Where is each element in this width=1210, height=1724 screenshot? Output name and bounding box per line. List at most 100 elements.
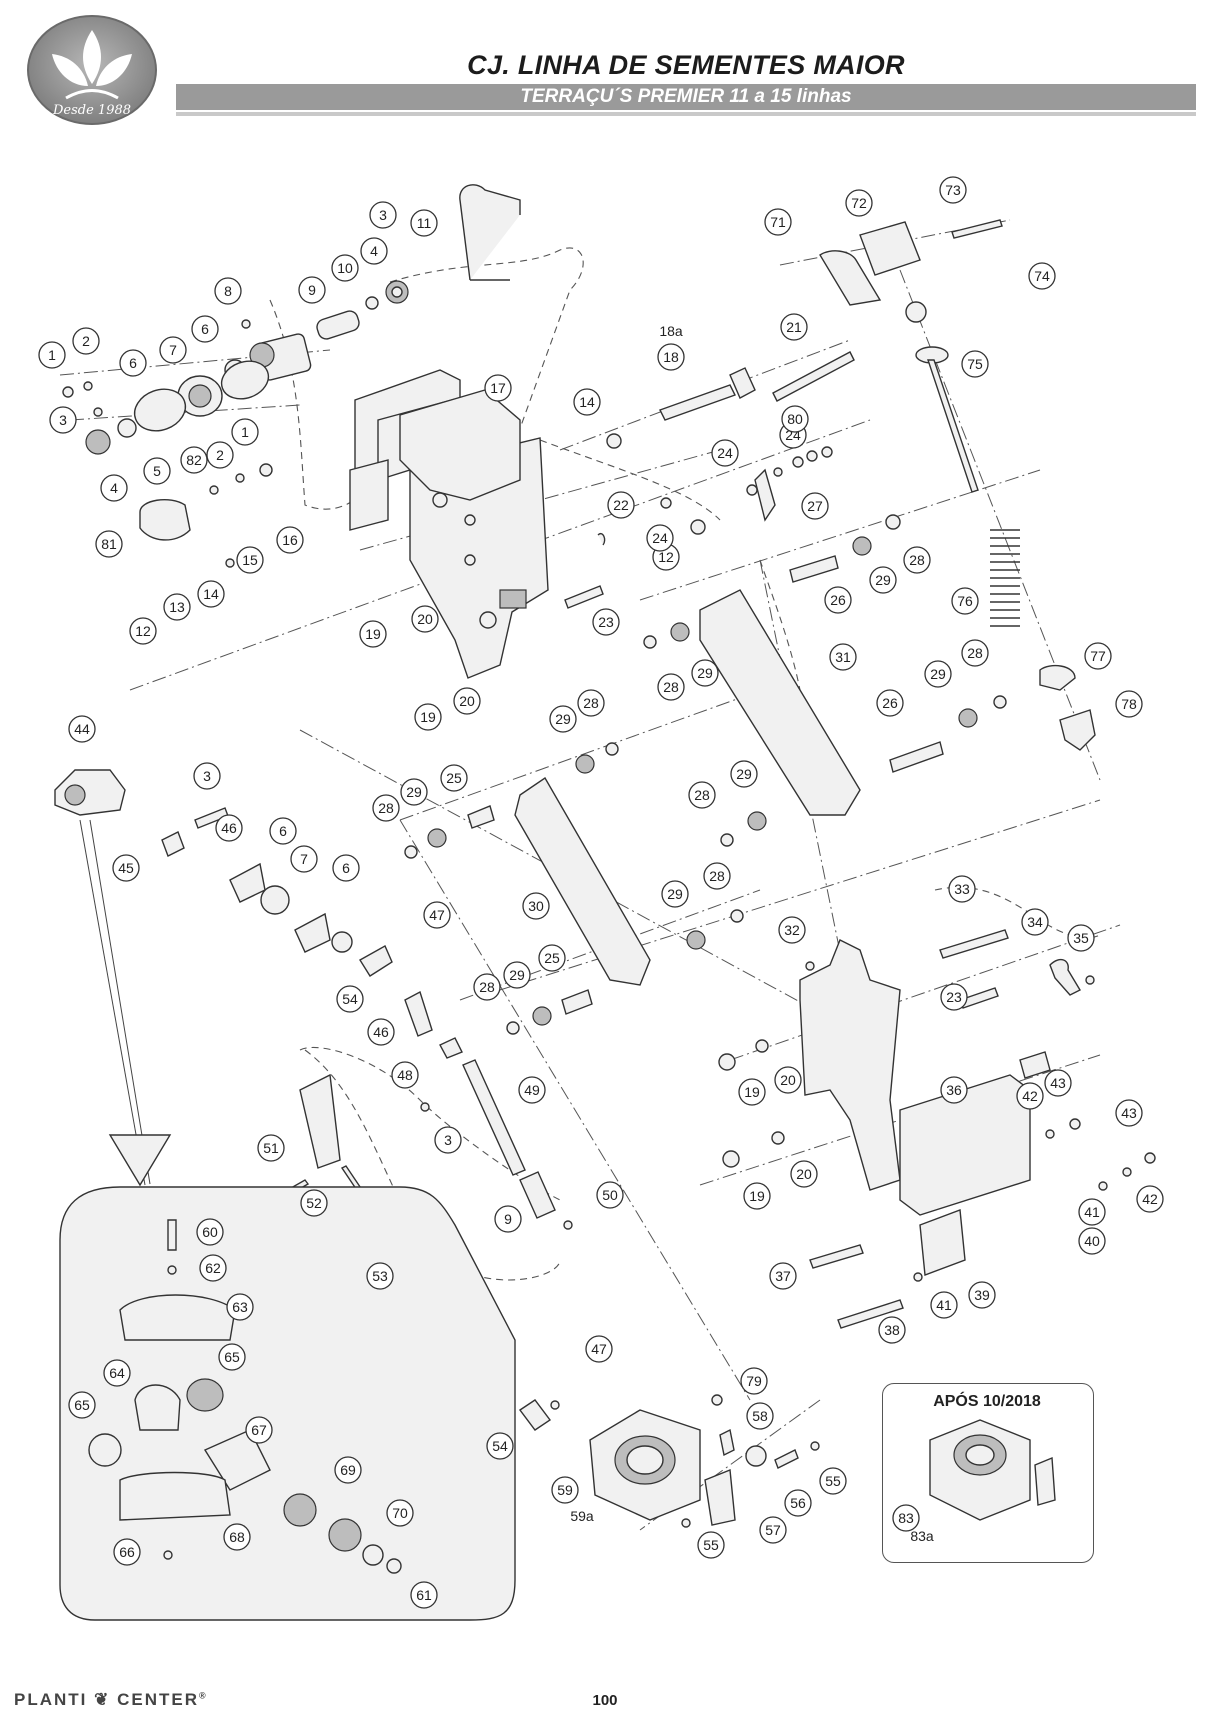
callout-circle: [434, 1126, 462, 1154]
callout-circle: [223, 1523, 251, 1551]
callout-47: 47: [585, 1335, 613, 1363]
callout-19: 19: [743, 1182, 771, 1210]
callout-number: 78: [1121, 696, 1137, 712]
callout-3: 3: [49, 406, 77, 434]
callout-circle: [940, 983, 968, 1011]
callout-number: 48: [397, 1067, 413, 1083]
callout-54: 54: [486, 1432, 514, 1460]
callout-number: 28: [709, 868, 725, 884]
callout-28: 28: [657, 673, 685, 701]
title-rule: [176, 112, 1196, 116]
callout-number: 60: [202, 1224, 218, 1240]
callout-3: 3: [193, 762, 221, 790]
callout-number: 63: [232, 1299, 248, 1315]
callout-circle: [180, 446, 208, 474]
callout-number: 6: [279, 823, 287, 839]
callout-23: 23: [592, 608, 620, 636]
callout-circle: [1016, 1082, 1044, 1110]
callout-circle: [331, 254, 359, 282]
callout-circle: [1115, 690, 1143, 718]
callout-number: 47: [591, 1341, 607, 1357]
callout-number: 72: [851, 195, 867, 211]
callout-number: 47: [429, 907, 445, 923]
callout-number: 42: [1142, 1191, 1158, 1207]
callout-27: 27: [801, 492, 829, 520]
callout-number: 7: [300, 851, 308, 867]
callout-number: 24: [652, 530, 668, 546]
callout-18a: 18a: [659, 323, 683, 339]
callout-number: 7: [169, 342, 177, 358]
callout-42: 42: [1136, 1185, 1164, 1213]
callout-circle: [661, 880, 689, 908]
callout-circle: [518, 1076, 546, 1104]
callout-number: 50: [602, 1187, 618, 1203]
callout-43: 43: [1115, 1099, 1143, 1127]
callout-number: 39: [974, 1287, 990, 1303]
callout-36: 36: [940, 1076, 968, 1104]
callout-circle: [193, 762, 221, 790]
callout-57: 57: [759, 1516, 787, 1544]
callout-circle: [473, 973, 501, 1001]
callout-circle: [231, 418, 259, 446]
callout-circle: [1136, 1185, 1164, 1213]
callout-54: 54: [336, 985, 364, 1013]
callout-circle: [400, 778, 428, 806]
callout-circle: [411, 605, 439, 633]
callout-number: 80: [787, 411, 803, 427]
callout-number: 23: [946, 989, 962, 1005]
callout-6: 6: [269, 817, 297, 845]
callout-number: 41: [1084, 1204, 1100, 1220]
callout-circle: [711, 439, 739, 467]
callout-circle: [112, 854, 140, 882]
callout-28: 28: [703, 862, 731, 890]
callout-19: 19: [414, 703, 442, 731]
callout-number: 19: [744, 1084, 760, 1100]
callout-number: 1: [48, 347, 56, 363]
callout-number: 19: [749, 1188, 765, 1204]
callout-number: 42: [1022, 1088, 1038, 1104]
callout-circle: [790, 1160, 818, 1188]
callout-number: 38: [884, 1322, 900, 1338]
callout-circle: [298, 276, 326, 304]
callout-circle: [892, 1504, 920, 1532]
spring-assembly: [819, 219, 1096, 751]
callout-11: 11: [410, 209, 438, 237]
callout-number: 65: [74, 1397, 90, 1413]
callout-number: 19: [365, 626, 381, 642]
callout-circle: [336, 985, 364, 1013]
callout-circle: [930, 1291, 958, 1319]
callout-circle: [245, 1416, 273, 1444]
callout-number: 14: [203, 586, 219, 602]
callout-29: 29: [869, 566, 897, 594]
callout-number: 27: [807, 498, 823, 514]
callout-13: 13: [163, 593, 191, 621]
callout-number: 34: [1027, 914, 1043, 930]
callout-68: 68: [223, 1523, 251, 1551]
callout-60: 60: [196, 1218, 224, 1246]
callout-20: 20: [790, 1160, 818, 1188]
detail-arrows: [79, 819, 172, 1187]
callout-number: 26: [882, 695, 898, 711]
callout-circle: [869, 566, 897, 594]
callout-38: 38: [878, 1316, 906, 1344]
callout-18: 18: [657, 343, 685, 371]
callout-circle: [759, 1516, 787, 1544]
callout-circle: [780, 313, 808, 341]
callout-circle: [730, 760, 758, 788]
callout-41: 41: [1078, 1198, 1106, 1226]
callout-number: 82: [186, 452, 202, 468]
callout-number: 77: [1090, 648, 1106, 664]
callout-circle: [1078, 1227, 1106, 1255]
callout-circle: [503, 961, 531, 989]
callout-58: 58: [746, 1402, 774, 1430]
callout-29: 29: [400, 778, 428, 806]
callout-16: 16: [276, 526, 304, 554]
callout-number: 28: [378, 800, 394, 816]
callout-number: 32: [784, 922, 800, 938]
callout-70: 70: [386, 1499, 414, 1527]
callout-number: 29: [930, 666, 946, 682]
callout-circle: [940, 1076, 968, 1104]
